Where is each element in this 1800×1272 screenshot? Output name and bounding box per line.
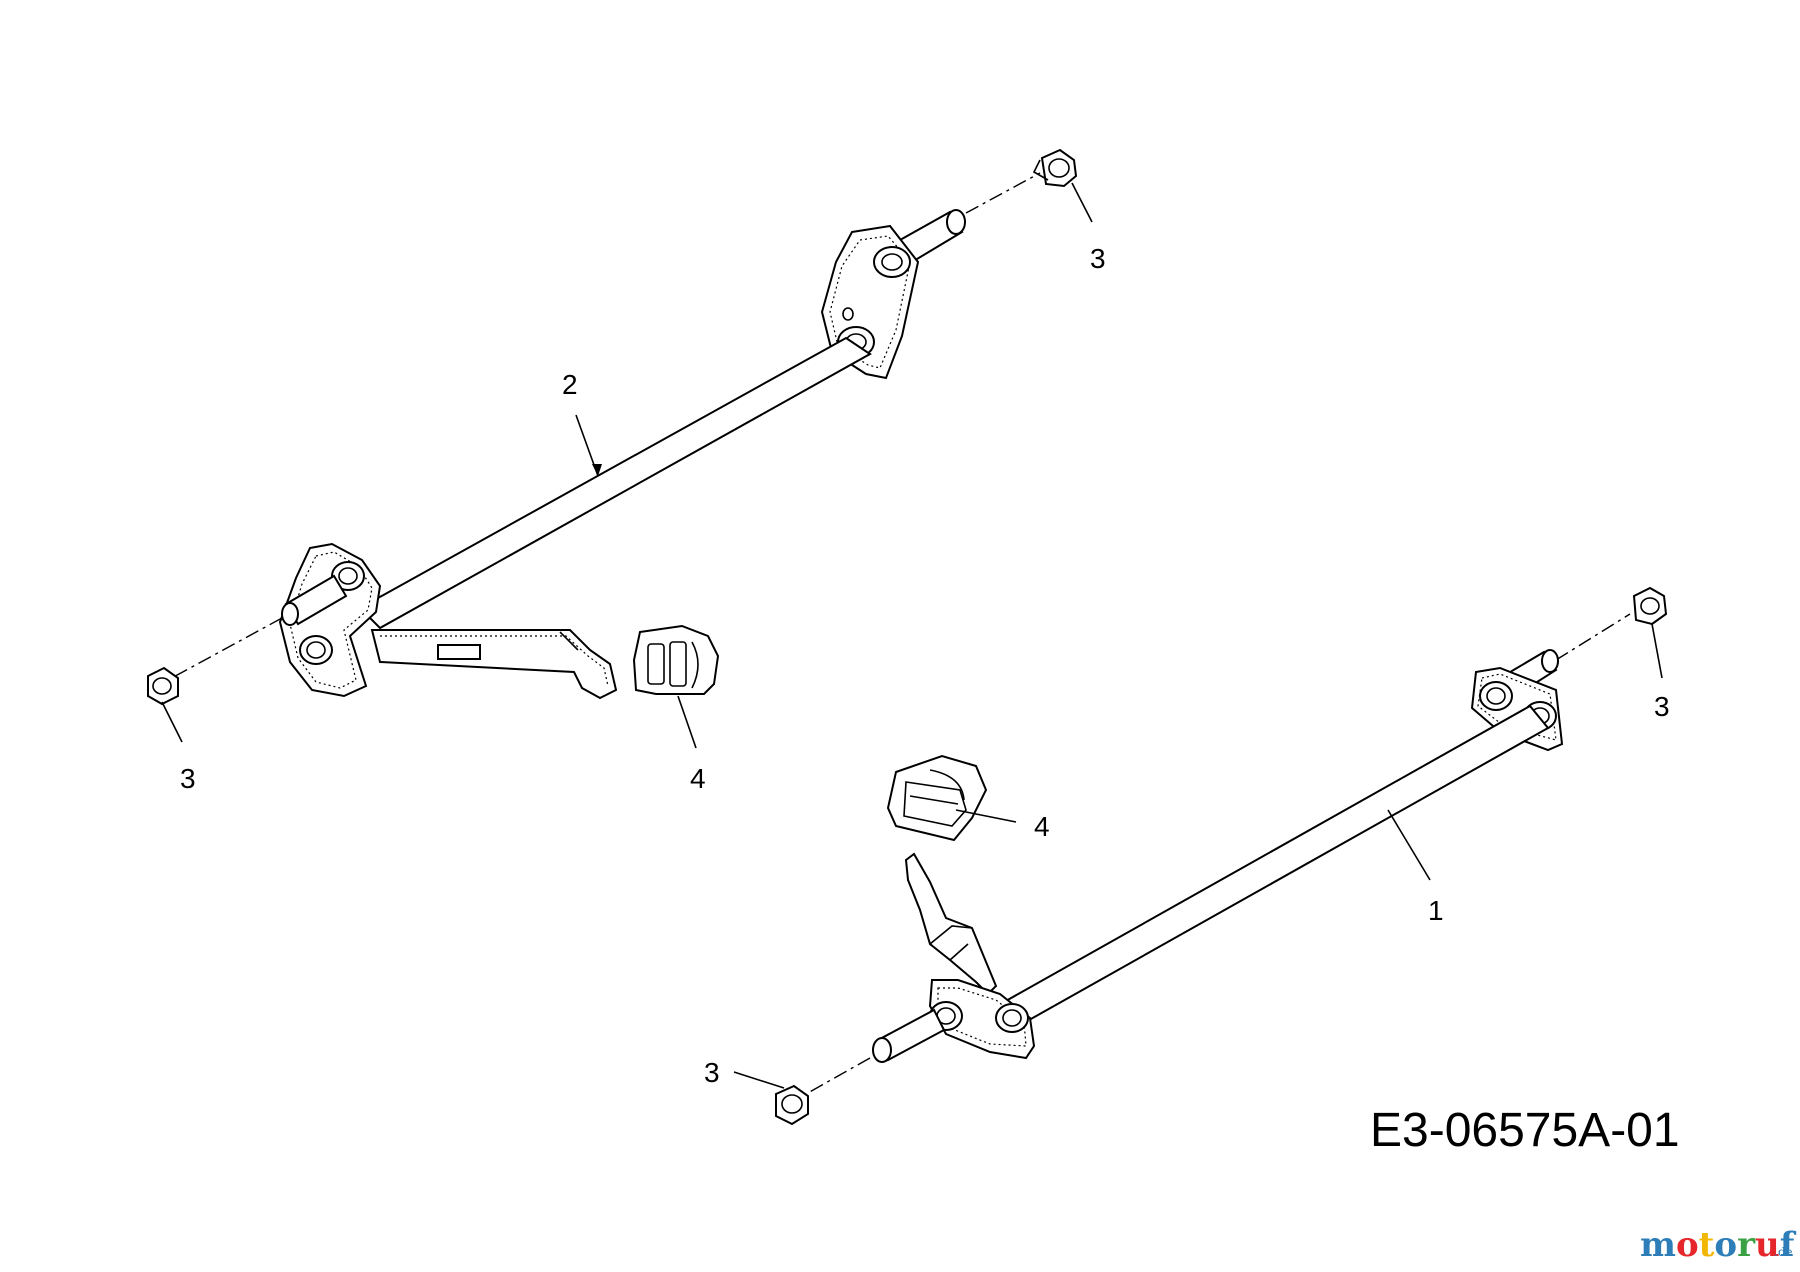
callout-1: 1 [1428, 895, 1444, 926]
flange-nut-upper-left [147, 666, 179, 706]
svg-text:motoruf: motoruf [1640, 1225, 1797, 1265]
callouts: 3 2 3 4 3 4 1 3 [180, 243, 1670, 1088]
stub-shaft-upper-left [281, 574, 348, 626]
lever-grip-upper [632, 624, 720, 695]
centerline-lower-left [805, 1057, 871, 1095]
axle-rod-upper [358, 336, 872, 630]
callout-3-lower-left: 3 [704, 1057, 720, 1088]
callout-4-lower: 4 [1034, 811, 1050, 842]
callout-3-top-right: 3 [1090, 243, 1106, 274]
mounting-plate-lower-left [928, 979, 1036, 1060]
height-adjust-lever-lower [904, 852, 998, 996]
watermark-logo: motoruf .de [1640, 1225, 1797, 1265]
drawing-code: E3-06575A-01 [1370, 1104, 1680, 1157]
callout-3-upper-left: 3 [180, 763, 196, 794]
callout-4-upper: 4 [690, 763, 706, 794]
leader-lines [161, 182, 1663, 1089]
lever-grip-lower [886, 754, 988, 842]
stub-shaft-lower-left [872, 1008, 946, 1063]
flange-nut-lower-right [1632, 586, 1668, 626]
lower-axle-assembly [775, 586, 1668, 1126]
upper-axle-assembly [147, 148, 1078, 706]
watermark-suffix: .de [1774, 1245, 1793, 1259]
callout-3-lower-right: 3 [1654, 691, 1670, 722]
callout-2: 2 [562, 369, 578, 400]
height-adjust-lever-upper [370, 629, 618, 700]
axle-rod-lower [1002, 704, 1550, 1026]
mounting-plate-upper-left [278, 542, 382, 698]
flange-nut-top-right [1032, 148, 1078, 188]
centerline-lower-right [1555, 613, 1631, 661]
flange-nut-lower-left [775, 1084, 809, 1126]
centerline-upper-right [965, 172, 1041, 214]
centerline-upper-left [167, 617, 283, 681]
